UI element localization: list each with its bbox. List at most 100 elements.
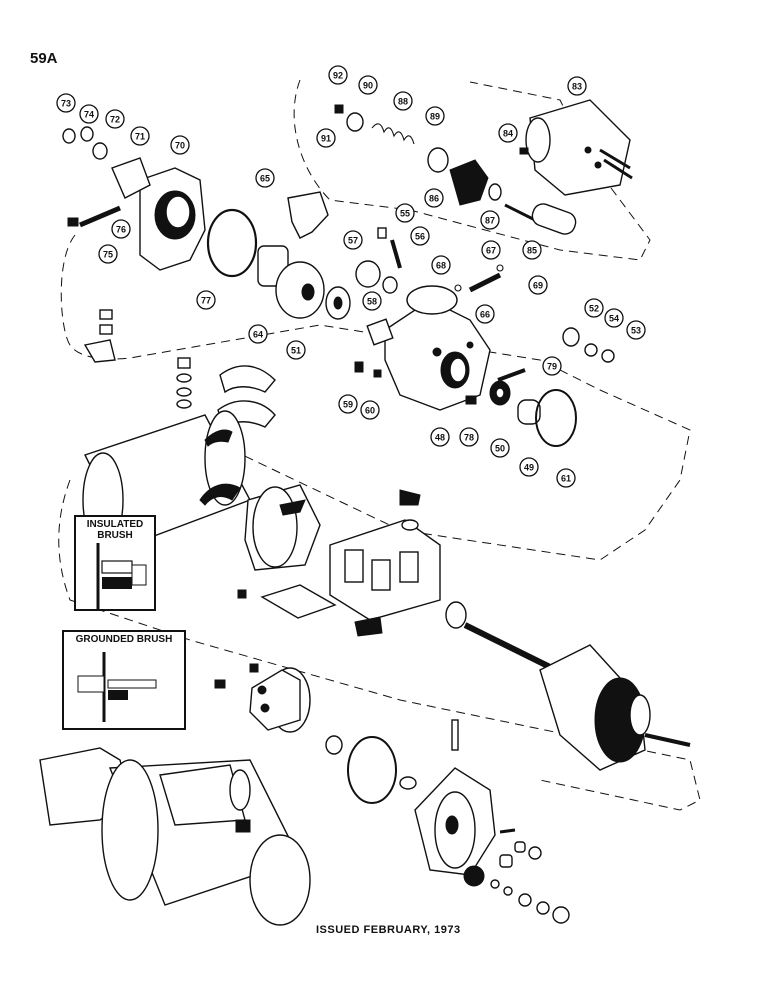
callout-circle [393, 91, 413, 111]
callout-circle [424, 188, 444, 208]
callout-69: 69 [528, 275, 548, 295]
callout-circle [604, 308, 624, 328]
callout-circle [79, 104, 99, 124]
nut-92 [334, 104, 344, 114]
ring-74 [80, 126, 94, 142]
nose-housing [111, 157, 206, 271]
callout-label: 79 [547, 362, 557, 372]
callout-73: 73 [56, 93, 76, 113]
callout-circle [248, 324, 268, 344]
callout-label: 49 [524, 463, 534, 473]
field-frame [82, 410, 251, 548]
callout-61: 61 [556, 468, 576, 488]
callout-circle [111, 219, 131, 239]
callout-label: 91 [321, 134, 331, 144]
callout-circle [430, 427, 450, 447]
ring-68 [454, 284, 462, 292]
callout-circle [431, 255, 451, 275]
callout-label: 75 [103, 250, 113, 260]
callout-circle [56, 93, 76, 113]
washer-87 [488, 183, 502, 201]
callout-label: 84 [503, 129, 513, 139]
callout-59: 59 [338, 394, 358, 414]
callout-91: 91 [316, 128, 336, 148]
callout-circle [481, 240, 501, 260]
brush-holder-assembly [329, 489, 441, 621]
callout-circle [358, 75, 378, 95]
callout-label: 69 [533, 281, 543, 291]
ring-58 [382, 276, 398, 294]
callout-circle [528, 275, 548, 295]
callout-66: 66 [475, 304, 495, 324]
callout-70: 70 [170, 135, 190, 155]
callout-label: 83 [572, 82, 582, 92]
callout-label: 92 [333, 71, 343, 81]
callout-label: 71 [135, 132, 145, 142]
bolt-79 [497, 368, 526, 382]
grounded-brush-title: GROUNDED BRUSH [75, 634, 173, 645]
callout-label: 57 [348, 236, 358, 246]
callout-circle [480, 210, 500, 230]
insulated-brush-illustration [96, 543, 147, 611]
callout-label: 58 [367, 297, 377, 307]
armature [463, 622, 691, 771]
callout-60: 60 [360, 400, 380, 420]
callout-circle [522, 240, 542, 260]
bushing-cep [399, 776, 417, 790]
callout-circle [105, 109, 125, 129]
callout-49: 49 [519, 457, 539, 477]
page-number: 59A [30, 50, 58, 67]
callout-label: 89 [430, 112, 440, 122]
callout-label: 50 [495, 444, 505, 454]
assembled-starter-motor [39, 747, 311, 926]
callout-circle [98, 244, 118, 264]
callout-circle [343, 230, 363, 250]
callout-circle [170, 135, 190, 155]
commutator-end-plate [214, 663, 311, 733]
plunger-rod-85 [504, 203, 577, 235]
end-cap-hardware [463, 828, 570, 924]
callout-77: 77 [196, 290, 216, 310]
cap-53 [601, 349, 615, 363]
callout-circle [286, 340, 306, 360]
callout-56: 56 [410, 226, 430, 246]
o-ring-61 [535, 389, 577, 447]
callout-circle [196, 290, 216, 310]
callout-circle [626, 320, 646, 340]
callout-54: 54 [604, 308, 624, 328]
callout-label: 86 [429, 194, 439, 204]
callout-76: 76 [111, 219, 131, 239]
callout-label: 90 [363, 81, 373, 91]
callout-label: 56 [415, 232, 425, 242]
callout-circle [316, 128, 336, 148]
callout-89: 89 [425, 106, 445, 126]
shift-lever [287, 191, 329, 239]
thrust-washer [445, 601, 467, 629]
callout-65: 65 [255, 168, 275, 188]
callout-circle [360, 400, 380, 420]
callout-circle [490, 438, 510, 458]
screw-84 [519, 147, 529, 155]
callout-label: 70 [175, 141, 185, 151]
callout-circle [255, 168, 275, 188]
o-ring-77 [206, 208, 258, 278]
callout-label: 53 [631, 326, 641, 336]
callout-68: 68 [431, 255, 451, 275]
bushing-72 [92, 142, 108, 160]
callout-circle [338, 394, 358, 414]
plug-55 [377, 227, 387, 239]
callout-label: 67 [486, 246, 496, 256]
washer-cep [325, 735, 343, 755]
callout-86: 86 [424, 188, 444, 208]
callout-label: 72 [110, 115, 120, 125]
callout-circle [542, 356, 562, 376]
bushing-49 [517, 399, 541, 425]
callout-circle [519, 457, 539, 477]
callout-label: 68 [436, 261, 446, 271]
callout-85: 85 [522, 240, 542, 260]
group-outline-drive [60, 234, 691, 561]
callout-label: 48 [435, 433, 445, 443]
callout-58: 58 [362, 291, 382, 311]
o-ring-cep [347, 736, 397, 804]
